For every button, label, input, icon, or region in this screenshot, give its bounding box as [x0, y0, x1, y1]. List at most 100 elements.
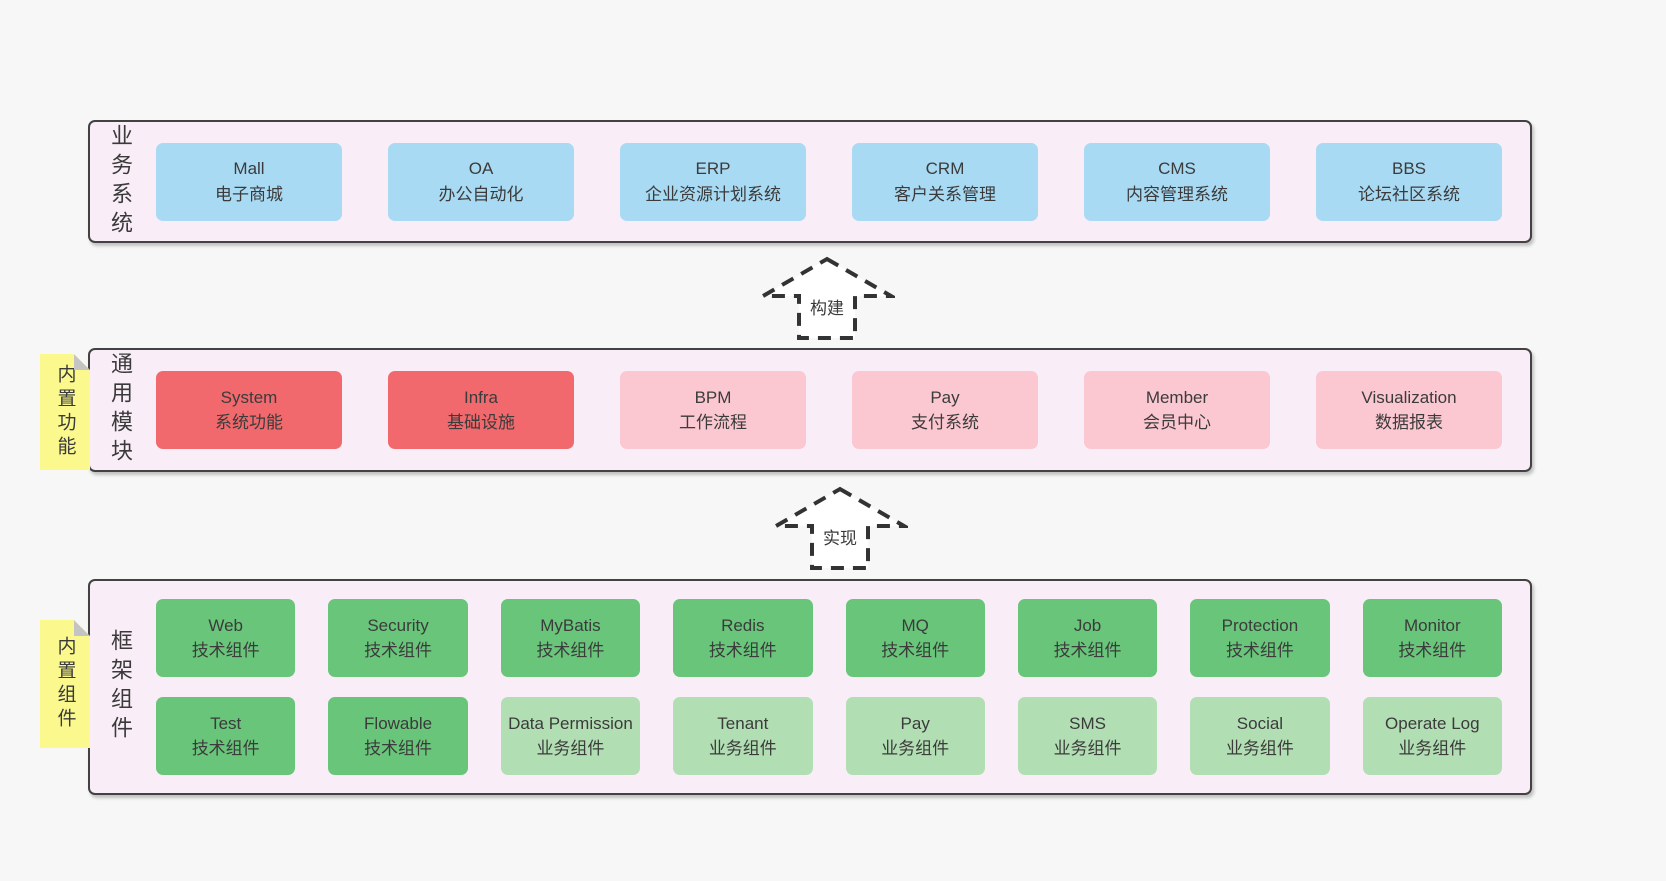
box-operate-log: Operate Log 业务组件	[1362, 697, 1502, 775]
box-mq-subtitle: 技术组件	[881, 641, 950, 660]
box-job-title: Job	[1073, 615, 1102, 635]
box-sms: SMS 业务组件	[1017, 697, 1158, 775]
sticky-note-built-in-components-text: 内置组件	[54, 636, 76, 732]
box-mall: Mall 电子商城	[156, 142, 342, 221]
box-tenant-title: Tenant	[717, 713, 769, 733]
box-mybatis-title: MyBatis	[540, 615, 601, 635]
arrow-build-label: 构建	[807, 294, 847, 319]
box-flowable-title: Flowable	[364, 713, 433, 733]
box-mall-subtitle: 电子商城	[215, 184, 283, 204]
box-test-title: Test	[210, 713, 242, 733]
layer-label-business-systems: 业务系统	[108, 123, 133, 240]
box-redis: Redis 技术组件	[673, 599, 813, 677]
box-mall-title: Mall	[233, 159, 265, 178]
box-tenant-subtitle: 业务组件	[708, 739, 777, 758]
box-pay-component-title: Pay	[900, 713, 930, 733]
box-erp-subtitle: 企业资源计划系统	[645, 184, 781, 204]
box-system-title: System	[220, 387, 278, 407]
box-bpm-subtitle: 工作流程	[679, 413, 747, 432]
box-flowable-subtitle: 技术组件	[364, 739, 433, 758]
box-oa: OA 办公自动化	[388, 142, 574, 221]
sticky-note-built-in-features-text: 内置功能	[54, 364, 76, 460]
business-systems-box-row: Mall 电子商城 OA 办公自动化 ERP 企业资源计划系统 CRM 客户关系…	[156, 142, 1502, 221]
box-monitor-title: Monitor	[1403, 615, 1461, 635]
box-job: Job 技术组件	[1017, 599, 1158, 677]
box-sms-subtitle: 业务组件	[1053, 739, 1122, 758]
box-data-permission: Data Permission 业务组件	[500, 697, 641, 775]
box-oa-title: OA	[468, 159, 494, 178]
box-infra-subtitle: 基础设施	[447, 413, 515, 432]
sticky-note-built-in-features: 内置功能	[40, 354, 90, 470]
box-mq: MQ 技术组件	[845, 599, 985, 677]
box-bpm: BPM 工作流程	[620, 371, 806, 449]
box-test: Test 技术组件	[156, 697, 296, 775]
box-social: Social 业务组件	[1190, 697, 1330, 775]
box-redis-subtitle: 技术组件	[708, 641, 777, 660]
box-bbs-title: BBS	[1391, 159, 1427, 178]
box-bbs-subtitle: 论坛社区系统	[1358, 184, 1460, 204]
box-mybatis-subtitle: 技术组件	[536, 641, 605, 660]
box-test-subtitle: 技术组件	[191, 739, 260, 758]
box-mq-title: MQ	[901, 615, 929, 635]
box-monitor: Monitor 技术组件	[1362, 599, 1502, 677]
arrow-build: 构建	[759, 256, 895, 342]
box-security-title: Security	[367, 615, 429, 635]
layer-label-common-modules: 通用模块	[108, 352, 133, 468]
box-pay-module-title: Pay	[930, 387, 960, 407]
box-web: Web 技术组件	[156, 599, 296, 677]
box-member: Member 会员中心	[1084, 371, 1270, 449]
box-monitor-subtitle: 技术组件	[1398, 641, 1467, 660]
box-security: Security 技术组件	[328, 599, 468, 677]
box-visualization-subtitle: 数据报表	[1375, 413, 1443, 432]
box-crm: CRM 客户关系管理	[852, 142, 1038, 221]
box-social-title: Social	[1236, 713, 1284, 733]
box-tenant: Tenant 业务组件	[673, 697, 813, 775]
box-crm-subtitle: 客户关系管理	[894, 184, 996, 204]
box-data-permission-subtitle: 业务组件	[536, 739, 605, 758]
box-cms-subtitle: 内容管理系统	[1126, 184, 1228, 204]
box-mybatis: MyBatis 技术组件	[500, 599, 641, 677]
box-cms-title: CMS	[1158, 159, 1196, 178]
box-protection-subtitle: 技术组件	[1225, 641, 1294, 660]
box-sms-title: SMS	[1069, 713, 1106, 733]
box-member-title: Member	[1145, 387, 1209, 407]
box-social-subtitle: 业务组件	[1225, 739, 1294, 758]
box-pay-module: Pay 支付系统	[852, 371, 1038, 449]
box-oa-subtitle: 办公自动化	[438, 184, 524, 204]
box-erp: ERP 企业资源计划系统	[620, 142, 806, 221]
framework-components-row-1: Web 技术组件 Security 技术组件 MyBatis 技术组件 Redi…	[156, 599, 1502, 677]
box-operate-log-subtitle: 业务组件	[1398, 739, 1467, 758]
box-system: System 系统功能	[156, 371, 342, 449]
layer-label-framework-components: 框架组件	[108, 629, 133, 745]
box-infra: Infra 基础设施	[388, 371, 574, 449]
box-data-permission-title: Data Permission	[508, 713, 633, 733]
arrow-implement-label: 实现	[820, 524, 860, 549]
box-web-title: Web	[208, 615, 244, 635]
box-flowable: Flowable 技术组件	[328, 697, 468, 775]
box-erp-title: ERP	[695, 159, 731, 178]
box-security-subtitle: 技术组件	[364, 641, 433, 660]
layer-common-modules: 通用模块 System 系统功能 Infra 基础设施 BPM 工作流程 Pay…	[88, 348, 1532, 472]
box-infra-title: Infra	[463, 387, 499, 407]
box-web-subtitle: 技术组件	[191, 641, 260, 660]
box-pay-component-subtitle: 业务组件	[881, 739, 950, 758]
box-operate-log-title: Operate Log	[1385, 713, 1480, 733]
framework-components-row-2: Test 技术组件 Flowable 技术组件 Data Permission …	[156, 697, 1502, 775]
box-job-subtitle: 技术组件	[1053, 641, 1122, 660]
box-redis-title: Redis	[721, 615, 765, 635]
common-modules-box-row: System 系统功能 Infra 基础设施 BPM 工作流程 Pay 支付系统…	[156, 371, 1502, 449]
sticky-note-built-in-components: 内置组件	[40, 620, 90, 748]
box-visualization: Visualization 数据报表	[1316, 371, 1502, 449]
layer-framework-components: 框架组件 Web 技术组件 Security 技术组件 MyBatis 技术组件…	[88, 579, 1532, 795]
box-member-subtitle: 会员中心	[1143, 413, 1211, 432]
box-bpm-title: BPM	[694, 387, 732, 407]
arrow-implement: 实现	[772, 486, 908, 572]
layer-business-systems: 业务系统 Mall 电子商城 OA 办公自动化 ERP 企业资源计划系统 CRM…	[88, 120, 1532, 243]
box-pay-component: Pay 业务组件	[845, 697, 985, 775]
box-pay-module-subtitle: 支付系统	[911, 413, 979, 432]
box-crm-title: CRM	[925, 159, 965, 178]
framework-components-rows: Web 技术组件 Security 技术组件 MyBatis 技术组件 Redi…	[156, 599, 1502, 775]
box-visualization-title: Visualization	[1361, 387, 1457, 407]
box-system-subtitle: 系统功能	[215, 413, 283, 432]
